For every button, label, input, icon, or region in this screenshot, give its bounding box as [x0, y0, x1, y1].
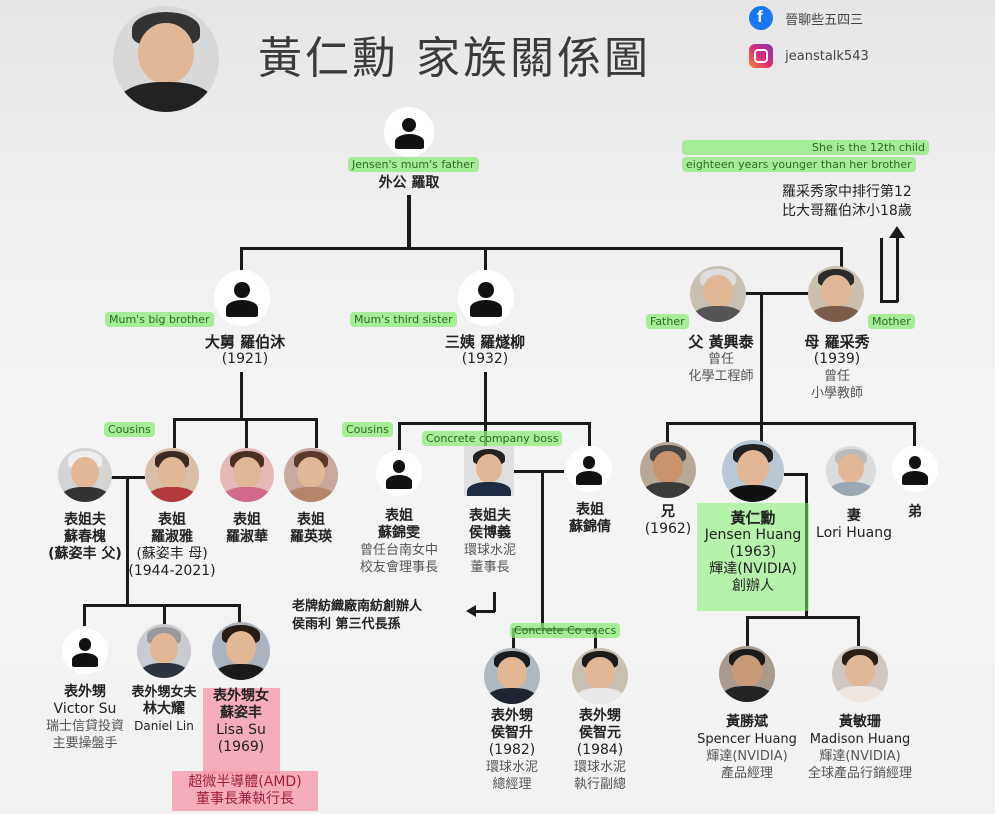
cousin-shuhua-label: 表姐羅淑華 — [226, 512, 268, 545]
uncle-label: 大舅 羅伯沐(1921) — [204, 333, 286, 368]
page-title: 黃仁勳 家族關係圖 — [258, 33, 651, 84]
victor-avatar — [62, 628, 108, 674]
facebook-handle[interactable]: 晉聊些五四三 — [749, 6, 863, 30]
instagram-handle[interactable]: jeanstalk543 — [749, 44, 869, 68]
uncle-avatar — [214, 270, 270, 326]
mother-photo — [808, 266, 864, 322]
facebook-name: 晉聊些五四三 — [785, 12, 864, 28]
lisa-role: 超微半導體(AMD)董事長兼執行長 — [188, 774, 302, 807]
jensen-photo — [722, 440, 784, 502]
hou-note-line1: 老牌紡織廠南紡創辦人 — [292, 599, 423, 614]
grandpa-name: 外公 羅取 — [378, 175, 440, 191]
lisa-highlight — [203, 688, 280, 774]
concrete-execs-tag: Concrete Co execs — [510, 623, 621, 638]
lori-photo — [826, 446, 876, 496]
mother-note-zh-line2: 比大哥羅伯沐小18歲 — [782, 203, 912, 219]
su-jinqian-avatar — [566, 446, 612, 492]
brother-photo — [640, 442, 696, 498]
mother-tag: Mother — [868, 314, 915, 329]
aunt-avatar — [458, 270, 514, 326]
brother-label: 兄(1962) — [644, 504, 692, 537]
madison-photo — [832, 646, 888, 702]
su-mother-label: 表姐羅淑雅 (蘇姿丰 母)(1944-2021) — [128, 512, 216, 579]
hou-boyi-photo — [464, 446, 514, 496]
lisa-role-highlight — [172, 771, 318, 811]
instagram-name: jeanstalk543 — [785, 48, 869, 64]
mother-note-en-line1: She is the 12th child — [682, 140, 929, 155]
concrete-boss-tag: Concrete company boss — [422, 431, 563, 446]
cousin-yingying-label: 表姐羅英瑛 — [290, 512, 332, 545]
mother-note-en-line2: eighteen years younger than her brother — [682, 157, 916, 172]
mums-third-sister-tag: Mum's third sister — [350, 312, 457, 327]
cousin-yingying-photo — [284, 448, 338, 502]
grandpa-avatar — [384, 107, 434, 157]
su-jinwen-avatar — [376, 450, 422, 496]
hou-zhisheng-photo — [484, 648, 540, 704]
daniel-label: 表外甥女夫林大耀 Daniel Lin — [131, 685, 197, 733]
su-father-label: 表姐夫蘇春槐(蘇姿丰 父) — [48, 512, 122, 562]
su-father-photo — [58, 448, 112, 502]
instagram-icon — [749, 44, 773, 68]
hou-zhisheng-label: 表外甥侯智升 (1982)環球水泥總經理 — [485, 708, 538, 792]
hou-boyi-label: 表姐夫侯博義 環球水泥董事長 — [463, 508, 516, 575]
mums-father-tag: Jensen's mum's father — [348, 157, 479, 172]
mums-big-brother-tag: Mum's big brother — [105, 312, 214, 327]
facebook-icon — [749, 6, 773, 30]
su-mother-photo — [145, 448, 199, 502]
jensen-highlight — [697, 503, 809, 611]
father-label: 父 黃興泰 曾任化學工程師 — [688, 333, 754, 385]
daniel-photo — [137, 624, 191, 678]
mother-label: 母 羅采秀(1939) 曾任小學教師 — [804, 333, 870, 402]
father-photo — [690, 266, 746, 322]
younger-brother-avatar — [892, 446, 938, 492]
hou-zhiyuan-label: 表外甥侯智元 (1984)環球水泥執行副總 — [573, 708, 626, 792]
aunt-label: 三姨 羅燧柳(1932) — [444, 333, 526, 368]
su-jinqian-label: 表姐蘇錦倩 — [569, 502, 611, 535]
mother-note-zh-line1: 羅采秀家中排行第12 — [782, 184, 912, 200]
su-jinwen-label: 表姐蘇錦雯 曾任台南女中校友會理事長 — [359, 508, 438, 575]
hou-note-line2: 侯雨利 第三代長孫 — [292, 617, 401, 632]
jensen-portrait-header — [113, 6, 219, 112]
cousins-tag-middle: Cousins — [342, 422, 393, 437]
younger-brother-label: 弟 — [908, 504, 922, 520]
cousins-tag-left: Cousins — [104, 422, 155, 437]
hou-zhiyuan-photo — [572, 648, 628, 704]
cousin-shuhua-photo — [220, 448, 274, 502]
father-tag: Father — [646, 314, 689, 329]
lisa-photo — [212, 622, 270, 680]
lisa-label: 表外甥女蘇姿丰 Lisa Su(1969) — [213, 688, 269, 755]
spencer-photo — [719, 646, 775, 702]
